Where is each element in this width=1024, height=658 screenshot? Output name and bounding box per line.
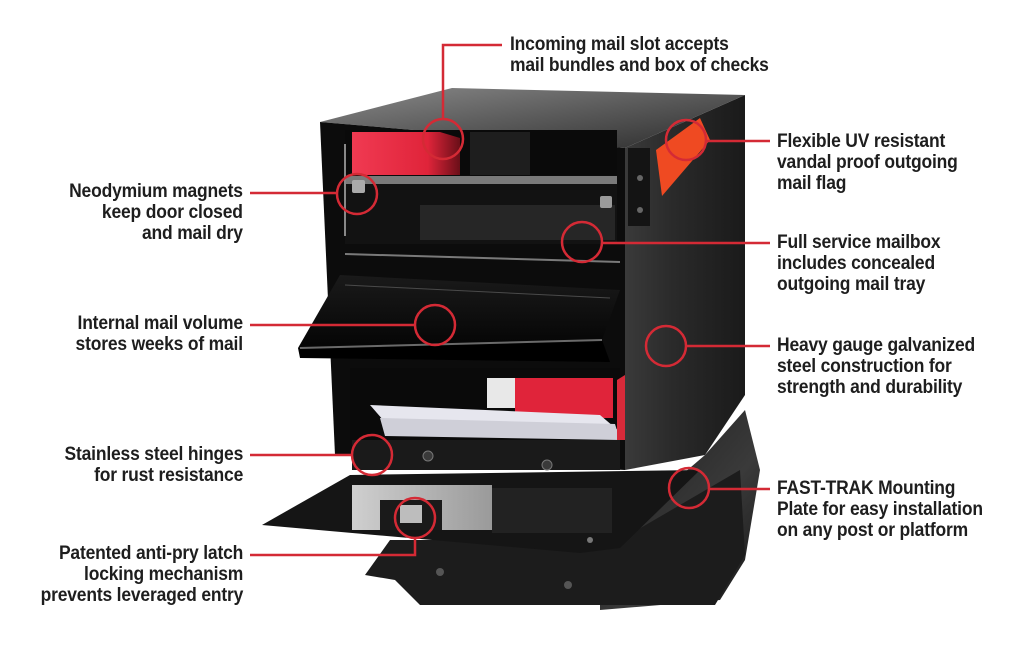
callout-mounting: FAST-TRAK Mounting Plate for easy instal…	[777, 478, 983, 541]
mail-compartment	[350, 368, 625, 440]
callout-line: prevents leveraged entry	[40, 585, 243, 606]
callout-line: outgoing mail tray	[777, 274, 926, 295]
callout-line: Stainless steel hinges	[64, 444, 243, 465]
callout-line: Neodymium magnets	[69, 181, 243, 202]
side-panel	[625, 95, 745, 470]
mounting-plate	[365, 410, 760, 610]
mail-flag	[628, 118, 710, 226]
callout-hinges: Stainless steel hinges for rust resistan…	[64, 444, 243, 486]
callout-line: Incoming mail slot accepts	[510, 34, 729, 55]
callout-line: keep door closed	[102, 202, 243, 223]
callout-line: strength and durability	[777, 377, 963, 398]
callout-line: Internal mail volume	[77, 313, 244, 334]
callout-line: and mail dry	[142, 223, 243, 244]
callout-volume: Internal mail volume stores weeks of mai…	[75, 313, 244, 355]
callout-line: on any post or platform	[777, 520, 968, 541]
callout-flag: Flexible UV resistant vandal proof outgo…	[777, 131, 958, 194]
callout-line: Full service mailbox	[777, 232, 941, 253]
top-panel	[320, 88, 745, 148]
hinge-bar	[352, 440, 620, 471]
callout-line: includes concealed	[777, 253, 935, 274]
callout-line: locking mechanism	[83, 564, 243, 585]
callout-line: mail flag	[777, 173, 847, 194]
callout-line: vandal proof outgoing	[777, 152, 958, 173]
callout-line: Plate for easy installation	[777, 499, 983, 520]
callout-line: mail bundles and box of checks	[510, 55, 769, 76]
callout-incoming-slot: Incoming mail slot accepts mail bundles …	[510, 34, 769, 76]
incoming-slot	[345, 130, 617, 175]
callout-line: Patented anti-pry latch	[58, 543, 243, 564]
front-door	[298, 275, 620, 362]
upper-panel	[344, 144, 621, 263]
callout-line: Heavy gauge galvanized	[777, 335, 976, 356]
callout-line: steel construction for	[777, 356, 952, 377]
callout-line: FAST-TRAK Mounting	[777, 478, 956, 499]
callout-latch: Patented anti-pry latch locking mechanis…	[40, 543, 243, 606]
bottom-door	[262, 470, 700, 553]
callout-magnets: Neodymium magnets keep door closed and m…	[69, 181, 243, 244]
callout-line: for rust resistance	[93, 465, 244, 486]
callout-tray: Full service mailbox includes concealed …	[777, 232, 941, 295]
callout-line: stores weeks of mail	[75, 334, 244, 355]
callout-markers	[250, 43, 770, 557]
callout-line: Flexible UV resistant	[777, 131, 946, 152]
callout-steel: Heavy gauge galvanized steel constructio…	[777, 335, 975, 398]
